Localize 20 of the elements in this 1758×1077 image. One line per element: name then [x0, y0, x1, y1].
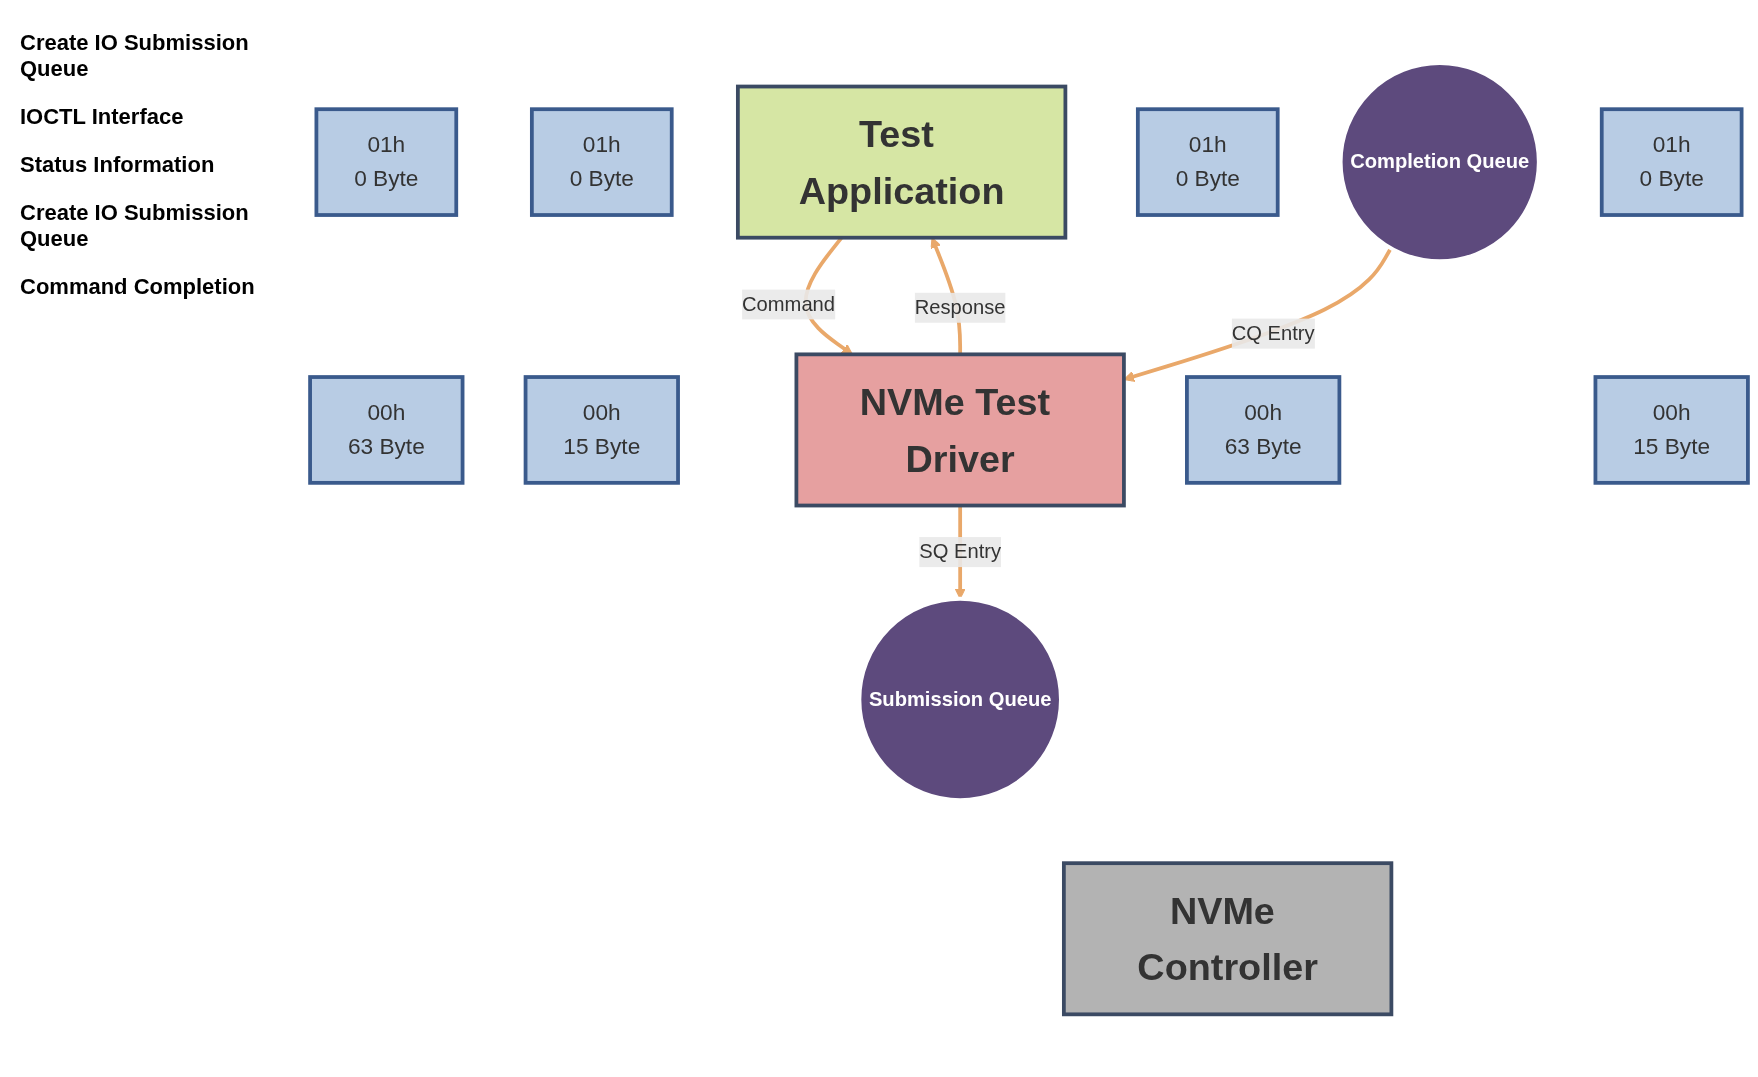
note-label: IOCTL Interface — [20, 104, 185, 130]
node-box: 00h 15 Byte — [1593, 374, 1750, 485]
node-box: 00h 63 Byte — [1185, 374, 1342, 485]
node-box: Test Application — [736, 84, 1068, 240]
node-box: 00h 63 Byte — [308, 374, 465, 485]
node-box: NVMe Test Driver — [794, 352, 1126, 508]
node-box: 01h 0 Byte — [1135, 107, 1280, 217]
node-box: 00h 15 Byte — [523, 374, 680, 485]
edge-label: SQ Entry — [919, 540, 1002, 562]
note-label: Create IO Submission Queue — [20, 200, 250, 252]
node-box: 01h 0 Byte — [314, 107, 459, 217]
note-label: Create IO Submission Queue — [20, 30, 250, 82]
edge-label: Command — [742, 292, 836, 315]
node-box: NVMe Controller — [1061, 861, 1394, 1016]
node-box: 01h 0 Byte — [529, 107, 674, 217]
edge-label: CQ Entry — [1231, 322, 1315, 344]
note-label: Command Completion — [20, 274, 256, 300]
node-box: 01h 0 Byte — [1599, 107, 1744, 217]
edge-label: Response — [914, 296, 1006, 318]
note-label: Status Information — [20, 152, 216, 178]
